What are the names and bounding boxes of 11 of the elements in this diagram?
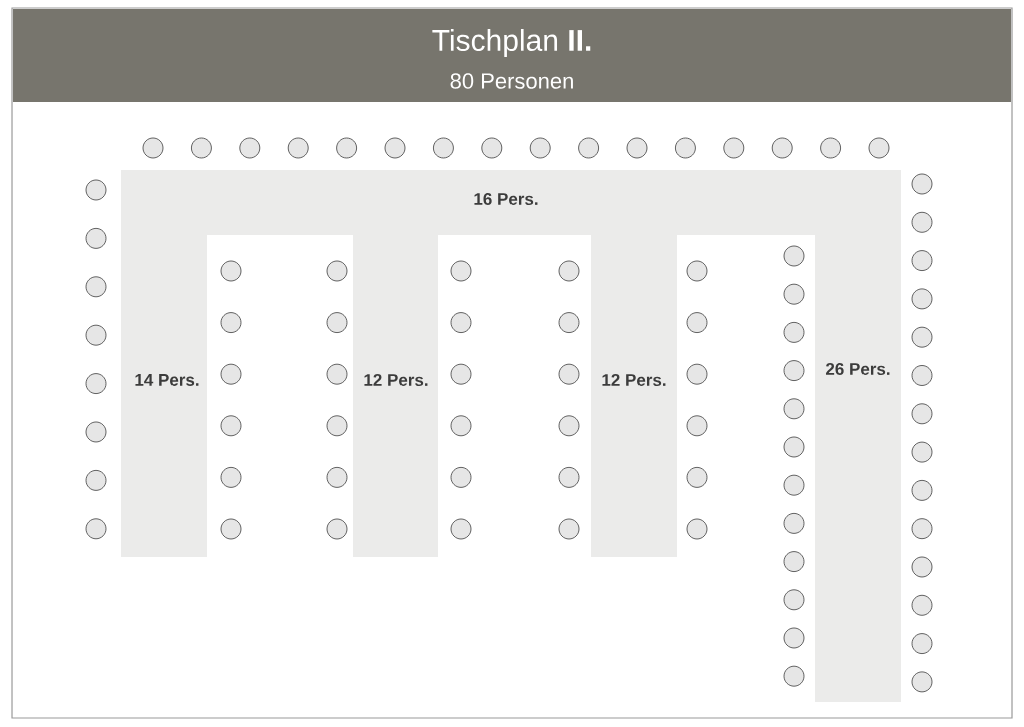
node-label: 12 Pers.	[602, 373, 666, 387]
node-label: 14 Pers.	[135, 374, 199, 386]
node-label: 12 Pers.	[364, 373, 428, 387]
node-label: 26 Pers.	[825, 362, 890, 376]
subtitle: 80 Personen	[450, 73, 573, 89]
table: 12 Pers.	[591, 235, 677, 557]
table: 26 Pers.	[815, 235, 901, 702]
table: 14 Pers.	[121, 235, 207, 557]
table: 12 Pers.	[353, 235, 438, 557]
table: 16 Pers.	[121, 170, 901, 235]
title: Tischplan II.	[432, 29, 591, 57]
